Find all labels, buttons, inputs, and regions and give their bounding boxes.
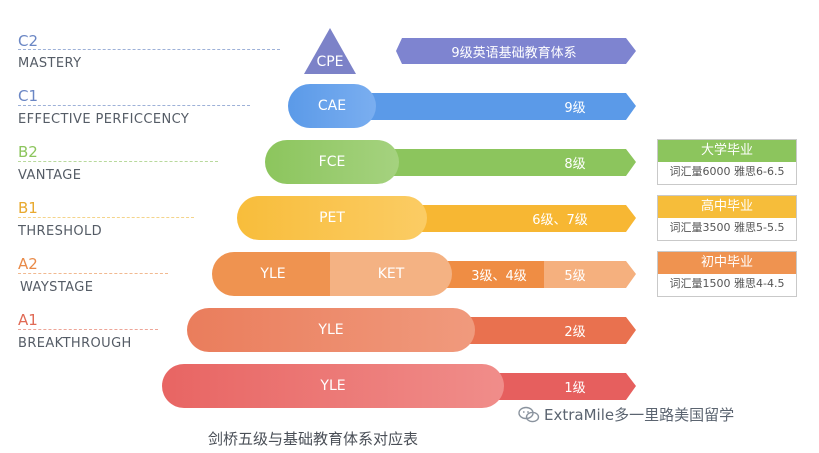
info-box-detail: 词汇量6000 雅思6-6.5 [669,165,785,178]
level-name-effective-perficcency: EFFECTIVE PERFICCENCY [18,112,190,127]
info-box-middle-school: 初中毕业 词汇量1500 雅思4-4.5 [657,251,797,297]
level-name-vantage: VANTAGE [18,168,82,183]
info-box-title: 大学毕业 [658,140,796,162]
level-code-c1: C1 [18,87,39,105]
arrow-ket-left-label: 3级、4级 [471,269,527,284]
level-divider [18,161,218,162]
info-box-university: 大学毕业 词汇量6000 雅思6-6.5 [657,139,797,185]
level-code-b2: B2 [18,143,38,161]
level-divider [18,217,194,218]
exam-yle-a1: YLE [187,308,475,352]
diagram-caption: 剑桥五级与基础教育体系对应表 [208,430,419,448]
arrow-a1 [460,317,636,344]
exam-yle-a2: YLE [212,252,334,296]
arrow-cae [350,93,636,120]
arrow-cae-label: 9级 [564,101,586,116]
arrow-pet [410,205,636,232]
level-code-b1: B1 [18,199,38,217]
arrow-top-label: 9级英语基础教育体系 [451,45,577,61]
exam-cae: CAE [288,84,376,128]
arrow-ket-right [544,261,636,288]
arrow-fce [380,149,636,176]
level-code-a2: A2 [18,255,38,273]
level-divider [18,273,168,274]
level-name-threshold: THRESHOLD [18,224,103,239]
pyramid-top-cpe [304,28,356,74]
arrow-fce-label: 8级 [564,157,586,172]
level-name-waystage: WAYSTAGE [20,280,94,295]
arrow-ket-left [440,261,544,288]
level-name-mastery: MASTERY [18,56,82,71]
arrow-pre-label: 1级 [564,381,586,396]
info-box-high-school: 高中毕业 词汇量3500 雅思5-5.5 [657,195,797,241]
exam-cpe: CPE [316,54,344,70]
exam-ket: KET [330,252,452,296]
level-code-c2: C2 [18,32,39,50]
info-box-title: 高中毕业 [658,196,796,218]
wechat-icon [518,406,540,422]
info-box-detail: 词汇量3500 雅思5-5.5 [669,221,785,234]
arrow-pet-label: 6级、7级 [532,213,588,228]
level-name-breakthrough: BREAKTHROUGH [18,336,132,351]
arrow-top [396,38,636,64]
watermark-text: ExtraMile多一里路美国留学 [544,406,735,424]
arrow-a1-label: 2级 [564,325,586,340]
level-divider [18,49,280,50]
level-code-a1: A1 [18,311,38,329]
exam-fce: FCE [265,140,399,184]
watermark: ExtraMile多一里路美国留学 [518,404,734,425]
exam-pet: PET [237,196,427,240]
info-box-detail: 词汇量1500 雅思4-4.5 [669,277,785,290]
info-box-title: 初中毕业 [658,252,796,274]
level-divider [18,329,158,330]
level-divider [18,105,250,106]
arrow-pre [490,373,636,400]
arrow-ket-right-label: 5级 [564,269,586,284]
exam-yle-pre: YLE [162,364,504,408]
